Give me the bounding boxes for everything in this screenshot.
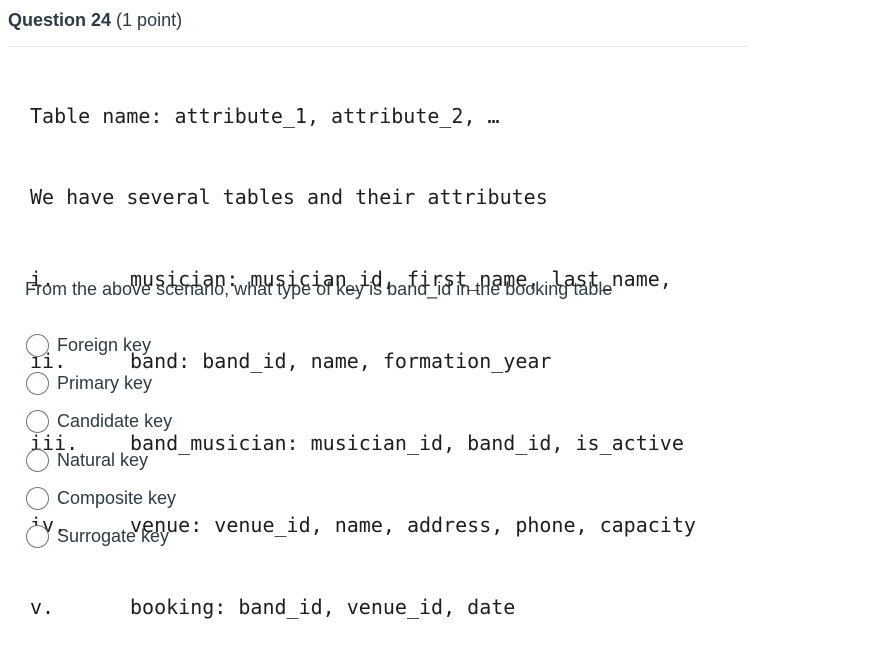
answer-label[interactable]: Natural key <box>57 449 149 470</box>
question-title: Question 24 <box>8 10 112 30</box>
row-text: musician: musician_id, first_name, last_… <box>130 267 672 292</box>
answer-option-surrogate-key[interactable]: Surrogate key <box>26 517 176 555</box>
table-row: v. booking: band_id, venue_id, date <box>30 594 696 621</box>
answer-option-foreign-key[interactable]: Foreign key <box>26 326 176 364</box>
code-line: Table name: attribute_1, attribute_2, … <box>30 103 500 128</box>
radio-button[interactable] <box>26 371 49 395</box>
answer-label[interactable]: Surrogate key <box>57 526 170 547</box>
answer-option-candidate-key[interactable]: Candidate key <box>26 403 176 441</box>
answer-option-primary-key[interactable]: Primary key <box>26 364 176 402</box>
scenario-code-block: Table name: attribute_1, attribute_2, … … <box>30 48 696 649</box>
row-text: booking: band_id, venue_id, date <box>130 594 516 619</box>
answer-label[interactable]: Candidate key <box>57 411 173 432</box>
row-text: venue: venue_id, name, address, phone, c… <box>130 513 696 538</box>
question-prompt: From the above scenario, what type of ke… <box>25 279 613 299</box>
radio-button[interactable] <box>26 333 49 357</box>
row-numeral: i. <box>30 267 55 292</box>
answer-label[interactable]: Composite key <box>57 487 177 508</box>
answer-option-natural-key[interactable]: Natural key <box>26 441 176 479</box>
table-row: ii. band: band_id, name, formation_year <box>30 348 696 375</box>
row-numeral: v. <box>30 594 55 619</box>
radio-button[interactable] <box>26 410 49 434</box>
radio-button[interactable] <box>26 448 49 472</box>
answer-label[interactable]: Foreign key <box>57 334 152 355</box>
code-line: We have several tables and their attribu… <box>30 185 548 210</box>
table-row: iii. band_musician: musician_id, band_id… <box>30 430 696 457</box>
table-row: i. musician: musician_id, first_name, la… <box>30 266 696 293</box>
table-row: iv. venue: venue_id, name, address, phon… <box>30 512 696 539</box>
question-header: Question 24 (1 point) <box>8 8 182 32</box>
row-text: band_musician: musician_id, band_id, is_… <box>130 431 684 456</box>
answer-option-composite-key[interactable]: Composite key <box>26 479 176 517</box>
answer-label[interactable]: Primary key <box>57 372 153 393</box>
header-divider <box>8 46 748 47</box>
question-points: (1 point) <box>116 10 183 30</box>
radio-button[interactable] <box>26 525 49 549</box>
radio-button[interactable] <box>26 486 49 510</box>
row-text: band: band_id, name, formation_year <box>130 349 552 374</box>
answer-options: Foreign key Primary key Candidate key Na… <box>26 326 176 556</box>
